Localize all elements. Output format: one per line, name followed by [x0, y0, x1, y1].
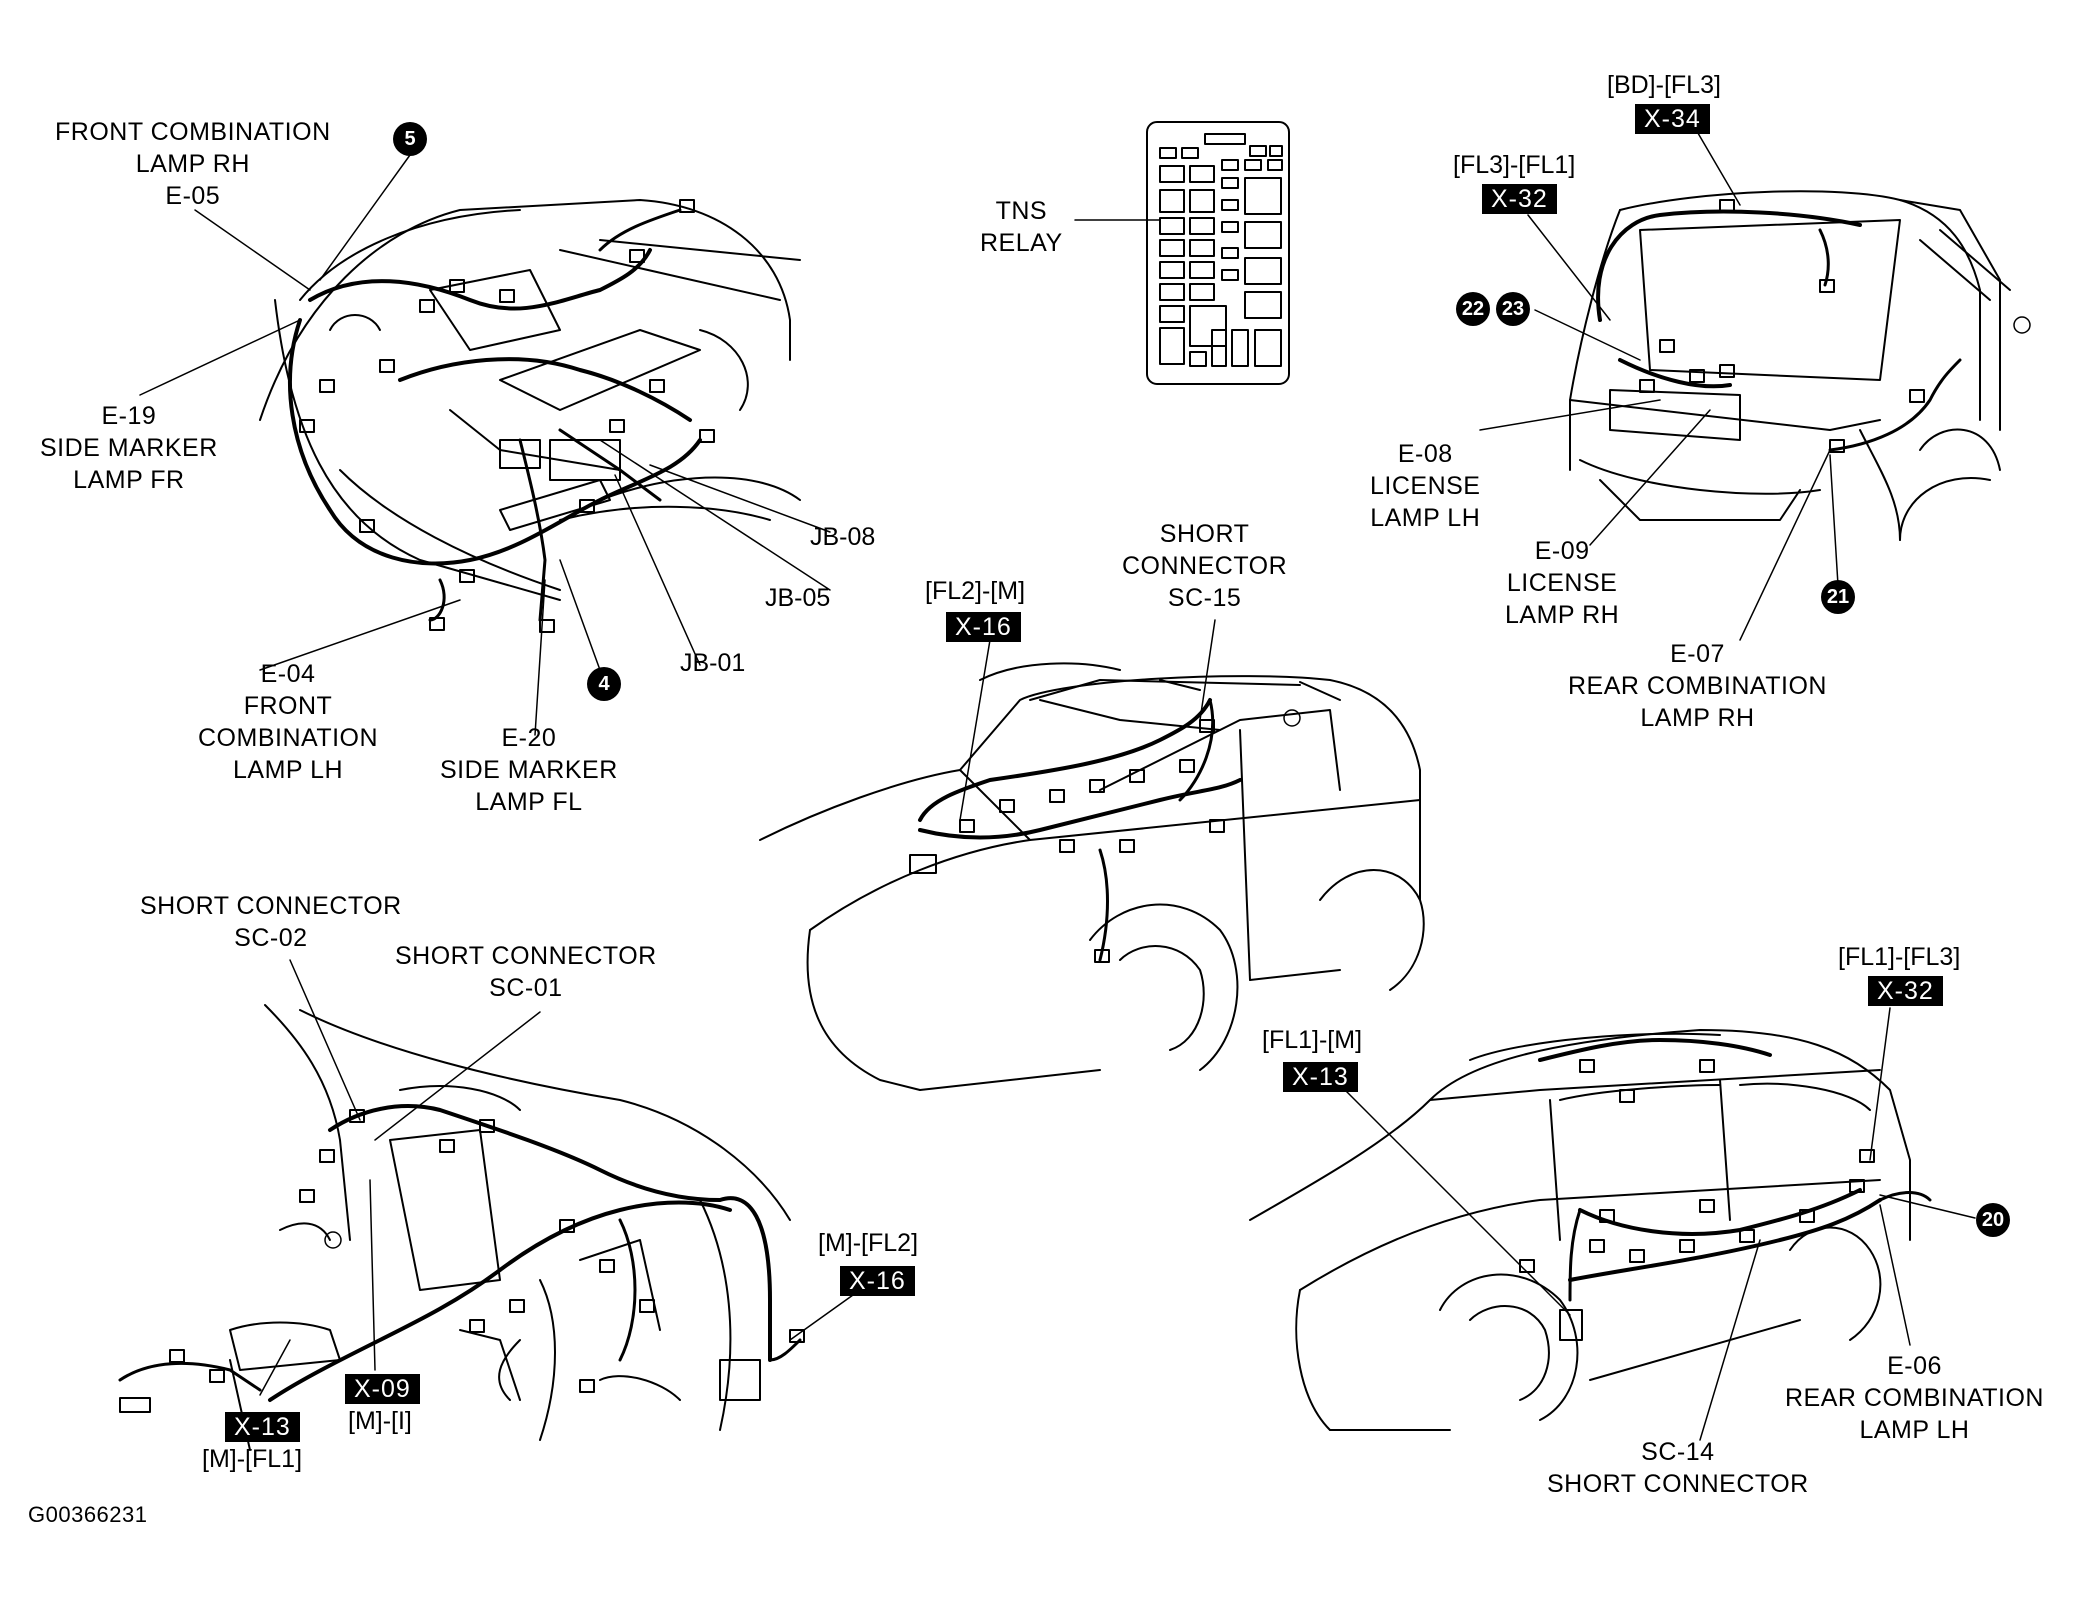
ground-point-23: 23 [1496, 292, 1530, 326]
label-side-marker-lamp-fr: E-19 SIDE MARKER LAMP FR [40, 402, 218, 494]
ground-point-4: 4 [587, 667, 621, 701]
ground-point-20: 20 [1976, 1203, 2010, 1237]
rear-view-drawing [1569, 190, 2031, 541]
label-short-connector-sc01: SHORT CONNECTOR SC-01 [395, 942, 657, 1002]
connector-x09-tag: [M]-[I] [348, 1407, 412, 1435]
connector-x34-code: X-34 [1635, 104, 1710, 134]
right-vehicle-drawing [1249, 1029, 1932, 1431]
figure-id: G00366231 [28, 1502, 148, 1527]
label-jb-05: JB-05 [765, 584, 831, 612]
ground-point-22: 22 [1456, 292, 1490, 326]
connector-x32-top-code: X-32 [1482, 184, 1557, 214]
connector-x16-mid-tag: [FL2]-[M] [925, 577, 1026, 605]
right-leader-lines [1344, 1007, 1976, 1441]
label-rear-combination-lamp-lh: E-06 REAR COMBINATION LAMP LH [1785, 1352, 2044, 1444]
label-short-connector-sc15: SHORT CONNECTOR SC-15 [1122, 520, 1288, 612]
label-short-connector-sc02: SHORT CONNECTOR SC-02 [140, 892, 402, 952]
label-license-lamp-rh: E-09 LICENSE LAMP RH [1505, 537, 1620, 629]
connector-x34-tag: [BD]-[FL3] [1607, 71, 1721, 99]
label-jb-08: JB-08 [810, 523, 876, 551]
connector-x32-top-tag: [FL3]-[FL1] [1453, 151, 1576, 179]
label-side-marker-lamp-fl: E-20 SIDE MARKER LAMP FL [440, 724, 618, 816]
connector-x32-right-tag: [FL1]-[FL3] [1838, 943, 1961, 971]
mid-vehicle-drawing [759, 662, 1425, 1091]
ground-point-5: 5 [393, 122, 427, 156]
connector-x13-right-code: X-13 [1283, 1062, 1358, 1092]
connector-x32-right-code: X-32 [1868, 976, 1943, 1006]
label-short-connector-sc14: SC-14 SHORT CONNECTOR [1547, 1438, 1809, 1498]
relay-box-drawing [1074, 121, 1290, 385]
label-license-lamp-lh: E-08 LICENSE LAMP LH [1370, 440, 1481, 532]
ground-point-21: 21 [1821, 580, 1855, 614]
connector-x13-bot-tag: [M]-[FL1] [202, 1445, 303, 1473]
label-front-combination-lamp-lh: E-04 FRONT COMBINATION LAMP LH [198, 660, 379, 784]
rear-leader-lines [1479, 127, 1839, 641]
label-jb-01: JB-01 [680, 649, 746, 677]
engine-leader-lines [139, 154, 831, 736]
label-tns-relay: TNS RELAY [980, 197, 1063, 257]
interior-dash-drawing [118, 1004, 805, 1451]
connector-x16-bot-tag: [M]-[FL2] [818, 1229, 919, 1257]
label-rear-combination-lamp-rh: E-07 REAR COMBINATION LAMP RH [1568, 640, 1827, 732]
connector-x16-bot-code: X-16 [840, 1266, 915, 1296]
engine-compartment-drawing [259, 199, 801, 633]
connector-x13-right-tag: [FL1]-[M] [1262, 1026, 1363, 1054]
mid-leader-lines [959, 619, 1216, 821]
label-front-combination-lamp-rh: FRONT COMBINATION LAMP RH E-05 [55, 118, 331, 210]
interior-leader-lines [259, 959, 861, 1396]
connector-x13-bot-code: X-13 [225, 1412, 300, 1442]
connector-x16-mid-code: X-16 [946, 612, 1021, 642]
connector-x09-code: X-09 [345, 1374, 420, 1404]
